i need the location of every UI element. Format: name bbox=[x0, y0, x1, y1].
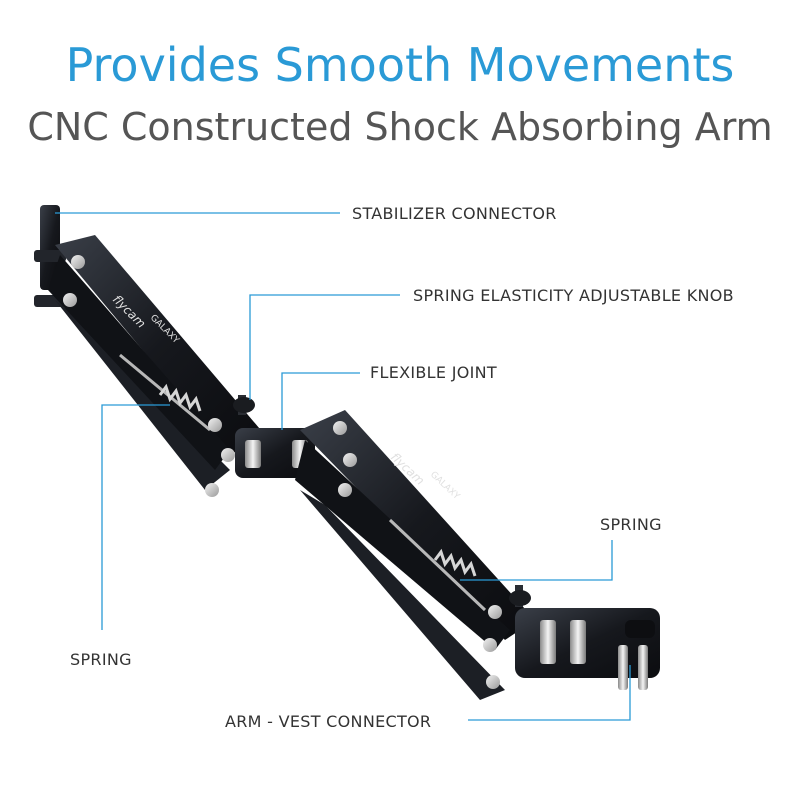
callout-flexible-joint: FLEXIBLE JOINT bbox=[370, 363, 497, 382]
lower-knob-icon bbox=[509, 585, 531, 607]
lower-arm-segment bbox=[295, 410, 535, 700]
callout-spring-right: SPRING bbox=[600, 515, 662, 534]
callout-arm-vest-connector: ARM - VEST CONNECTOR bbox=[225, 712, 432, 731]
callout-spring-knob: SPRING ELASTICITY ADJUSTABLE KNOB bbox=[413, 286, 734, 305]
callout-stabilizer-connector: STABILIZER CONNECTOR bbox=[352, 204, 557, 223]
page-title: Provides Smooth Movements bbox=[65, 38, 735, 92]
callout-spring-left: SPRING bbox=[70, 650, 132, 669]
upper-arm-segment bbox=[48, 235, 265, 497]
page-subtitle: CNC Constructed Shock Absorbing Arm bbox=[27, 105, 773, 149]
vest-connector bbox=[515, 608, 660, 690]
upper-knob-icon bbox=[233, 395, 255, 415]
flexible-joint bbox=[235, 428, 315, 478]
lower-model-text: GALAXY bbox=[428, 470, 462, 502]
leader-lines bbox=[55, 212, 631, 721]
